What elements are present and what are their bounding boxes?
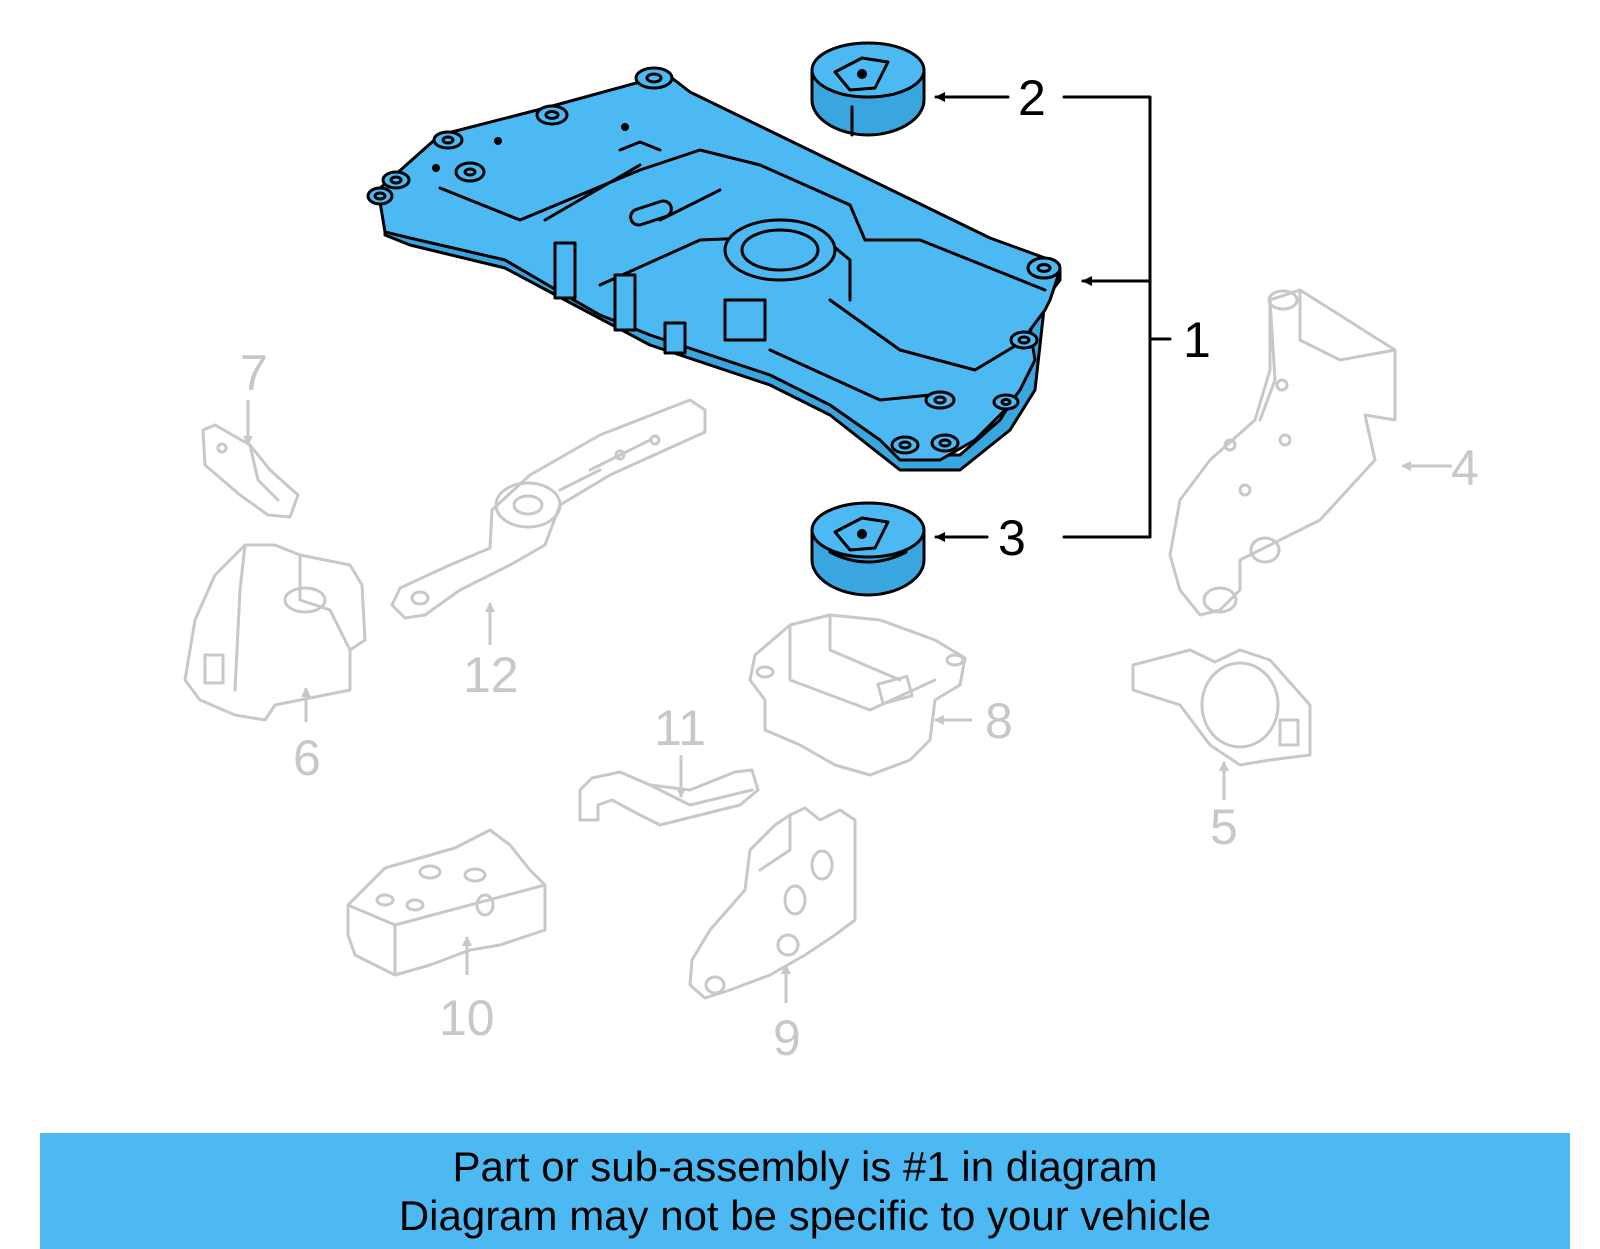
subframe-part-1[interactable]	[366, 66, 1062, 472]
callout-6: 6	[293, 730, 321, 786]
engine-mount-part-6	[183, 543, 367, 722]
bracket-part-7	[201, 423, 300, 519]
torque-arm-part-12	[390, 398, 707, 620]
callout-11: 11	[654, 700, 706, 756]
callout-12: 12	[463, 647, 519, 703]
bushing-part-2[interactable]	[810, 41, 926, 137]
callout-9: 9	[773, 1010, 801, 1066]
transmission-mount-part-8	[748, 613, 967, 777]
callout-7: 7	[240, 345, 268, 401]
banner-line-2: Diagram may not be specific to your vehi…	[398, 1192, 1212, 1239]
bushing-bracket-part-5	[1131, 648, 1312, 767]
callout-2: 2	[1018, 70, 1046, 126]
banner-line-1: Part or sub-assembly is #1 in diagram	[452, 1143, 1158, 1190]
engine-mount-part-4	[1168, 288, 1397, 617]
callout-leaders-active	[934, 92, 1172, 542]
mount-boss-group	[366, 66, 1062, 455]
info-banner: Part or sub-assembly is #1 in diagram Di…	[40, 1133, 1570, 1249]
callout-3: 3	[998, 510, 1026, 566]
callout-1: 1	[1183, 312, 1211, 368]
callout-4: 4	[1451, 440, 1479, 496]
bracket-part-9	[688, 806, 857, 1000]
bracket-part-11	[578, 768, 760, 827]
callout-8: 8	[985, 693, 1013, 749]
bushing-part-3[interactable]	[810, 501, 926, 597]
callout-5: 5	[1210, 799, 1238, 855]
callout-10: 10	[439, 990, 495, 1046]
mount-bracket-part-10	[346, 828, 547, 977]
